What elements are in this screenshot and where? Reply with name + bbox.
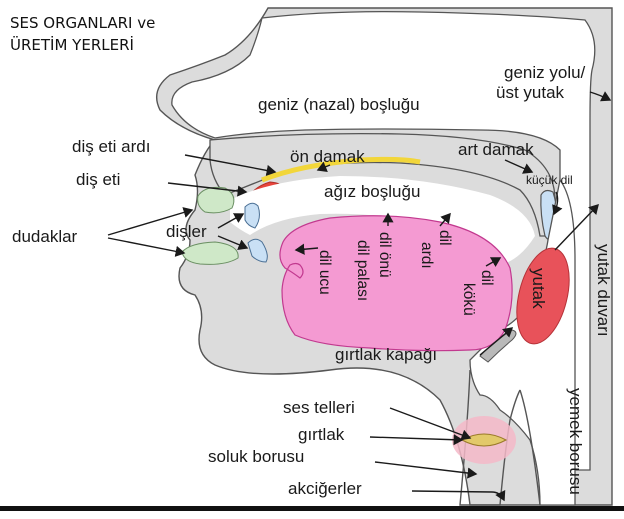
label-dil-koku-1: dil — [478, 270, 495, 286]
arrow-on-damak — [316, 161, 331, 172]
label-dis-eti: diş eti — [76, 170, 120, 189]
label-dis-eti-ardi: diş eti ardı — [72, 137, 150, 156]
arrow-dil-ardi — [439, 212, 451, 227]
label-yemek-borusu: yemek borusu — [566, 388, 585, 495]
label-dil-ardi-2: ardı — [418, 242, 435, 269]
label-akcigerler: akciğerler — [288, 479, 362, 498]
label-disler: dişler — [166, 222, 207, 241]
label-on-damak: ön damak — [290, 147, 365, 166]
title-line-1: SES ORGANLARI ve — [10, 14, 155, 32]
label-dil-ucu: dil ucu — [316, 250, 333, 295]
label-dil-koku-2: kökü — [460, 283, 477, 316]
tongue — [279, 215, 513, 352]
esophagus — [519, 389, 541, 506]
arrow-dis-eti-ardi — [184, 154, 277, 176]
title-line-2: ÜRETİM YERLERİ — [10, 35, 134, 54]
arrow-yutak — [554, 203, 599, 251]
arrow-dil-ucu — [294, 243, 319, 255]
label-geniz-boslugu: geniz (nazal) boşluğu — [258, 95, 420, 114]
label-dil-palasi: dil palası — [354, 240, 371, 301]
upper-tooth — [244, 202, 260, 229]
arrow-disler-down — [217, 235, 249, 250]
lower-lip — [181, 241, 239, 265]
label-yutak-duvari: yutak duvarı — [594, 244, 613, 337]
oral-cavity — [230, 176, 535, 265]
arrow-disler-up — [217, 213, 245, 229]
label-kucuk-dil: küçük dil — [526, 173, 573, 187]
trachea — [459, 369, 521, 506]
vocal-folds — [460, 433, 508, 447]
label-dil-onu: dil önü — [376, 232, 393, 278]
arrow-ses-telleri — [389, 407, 472, 441]
arrow-dudaklar-down — [107, 237, 186, 257]
lower-tooth — [247, 238, 268, 263]
arrow-akcigerler — [411, 489, 506, 502]
label-geniz-yolu: geniz yolu/ — [504, 63, 586, 82]
arrow-geniz-yolu — [589, 91, 612, 102]
label-agiz-boslugu: ağız boşluğu — [324, 182, 420, 201]
hard-palate — [261, 156, 421, 183]
arrow-soluk-borusu — [374, 461, 478, 479]
label-girtlak-kapagi: gırtlak kapağı — [335, 345, 437, 364]
arrow-girtlak — [369, 434, 464, 446]
upper-gum — [197, 186, 235, 214]
label-art-damak: art damak — [458, 140, 534, 159]
label-dudaklar: dudaklar — [12, 227, 78, 246]
label-ust-yutak: üst yutak — [496, 83, 565, 102]
label-ses-telleri: ses telleri — [283, 398, 355, 417]
arrow-kucuk-dil — [552, 191, 563, 216]
nasal-cavity — [171, 10, 596, 471]
arrow-dil-koku — [485, 257, 502, 268]
arrow-art-damak — [504, 159, 534, 174]
label-girtlak: gırtlak — [298, 425, 345, 444]
label-yutak: yutak — [529, 268, 548, 309]
arrow-girtlak-kapagi — [479, 327, 514, 356]
arrow-dis-eti — [167, 182, 248, 197]
label-soluk-borusu: soluk borusu — [208, 447, 304, 466]
bottom-bar — [0, 506, 624, 511]
pharynx-red — [516, 247, 570, 345]
label-dil-ardi-1: dil — [436, 230, 453, 246]
arrow-dudaklar-up — [107, 207, 194, 236]
